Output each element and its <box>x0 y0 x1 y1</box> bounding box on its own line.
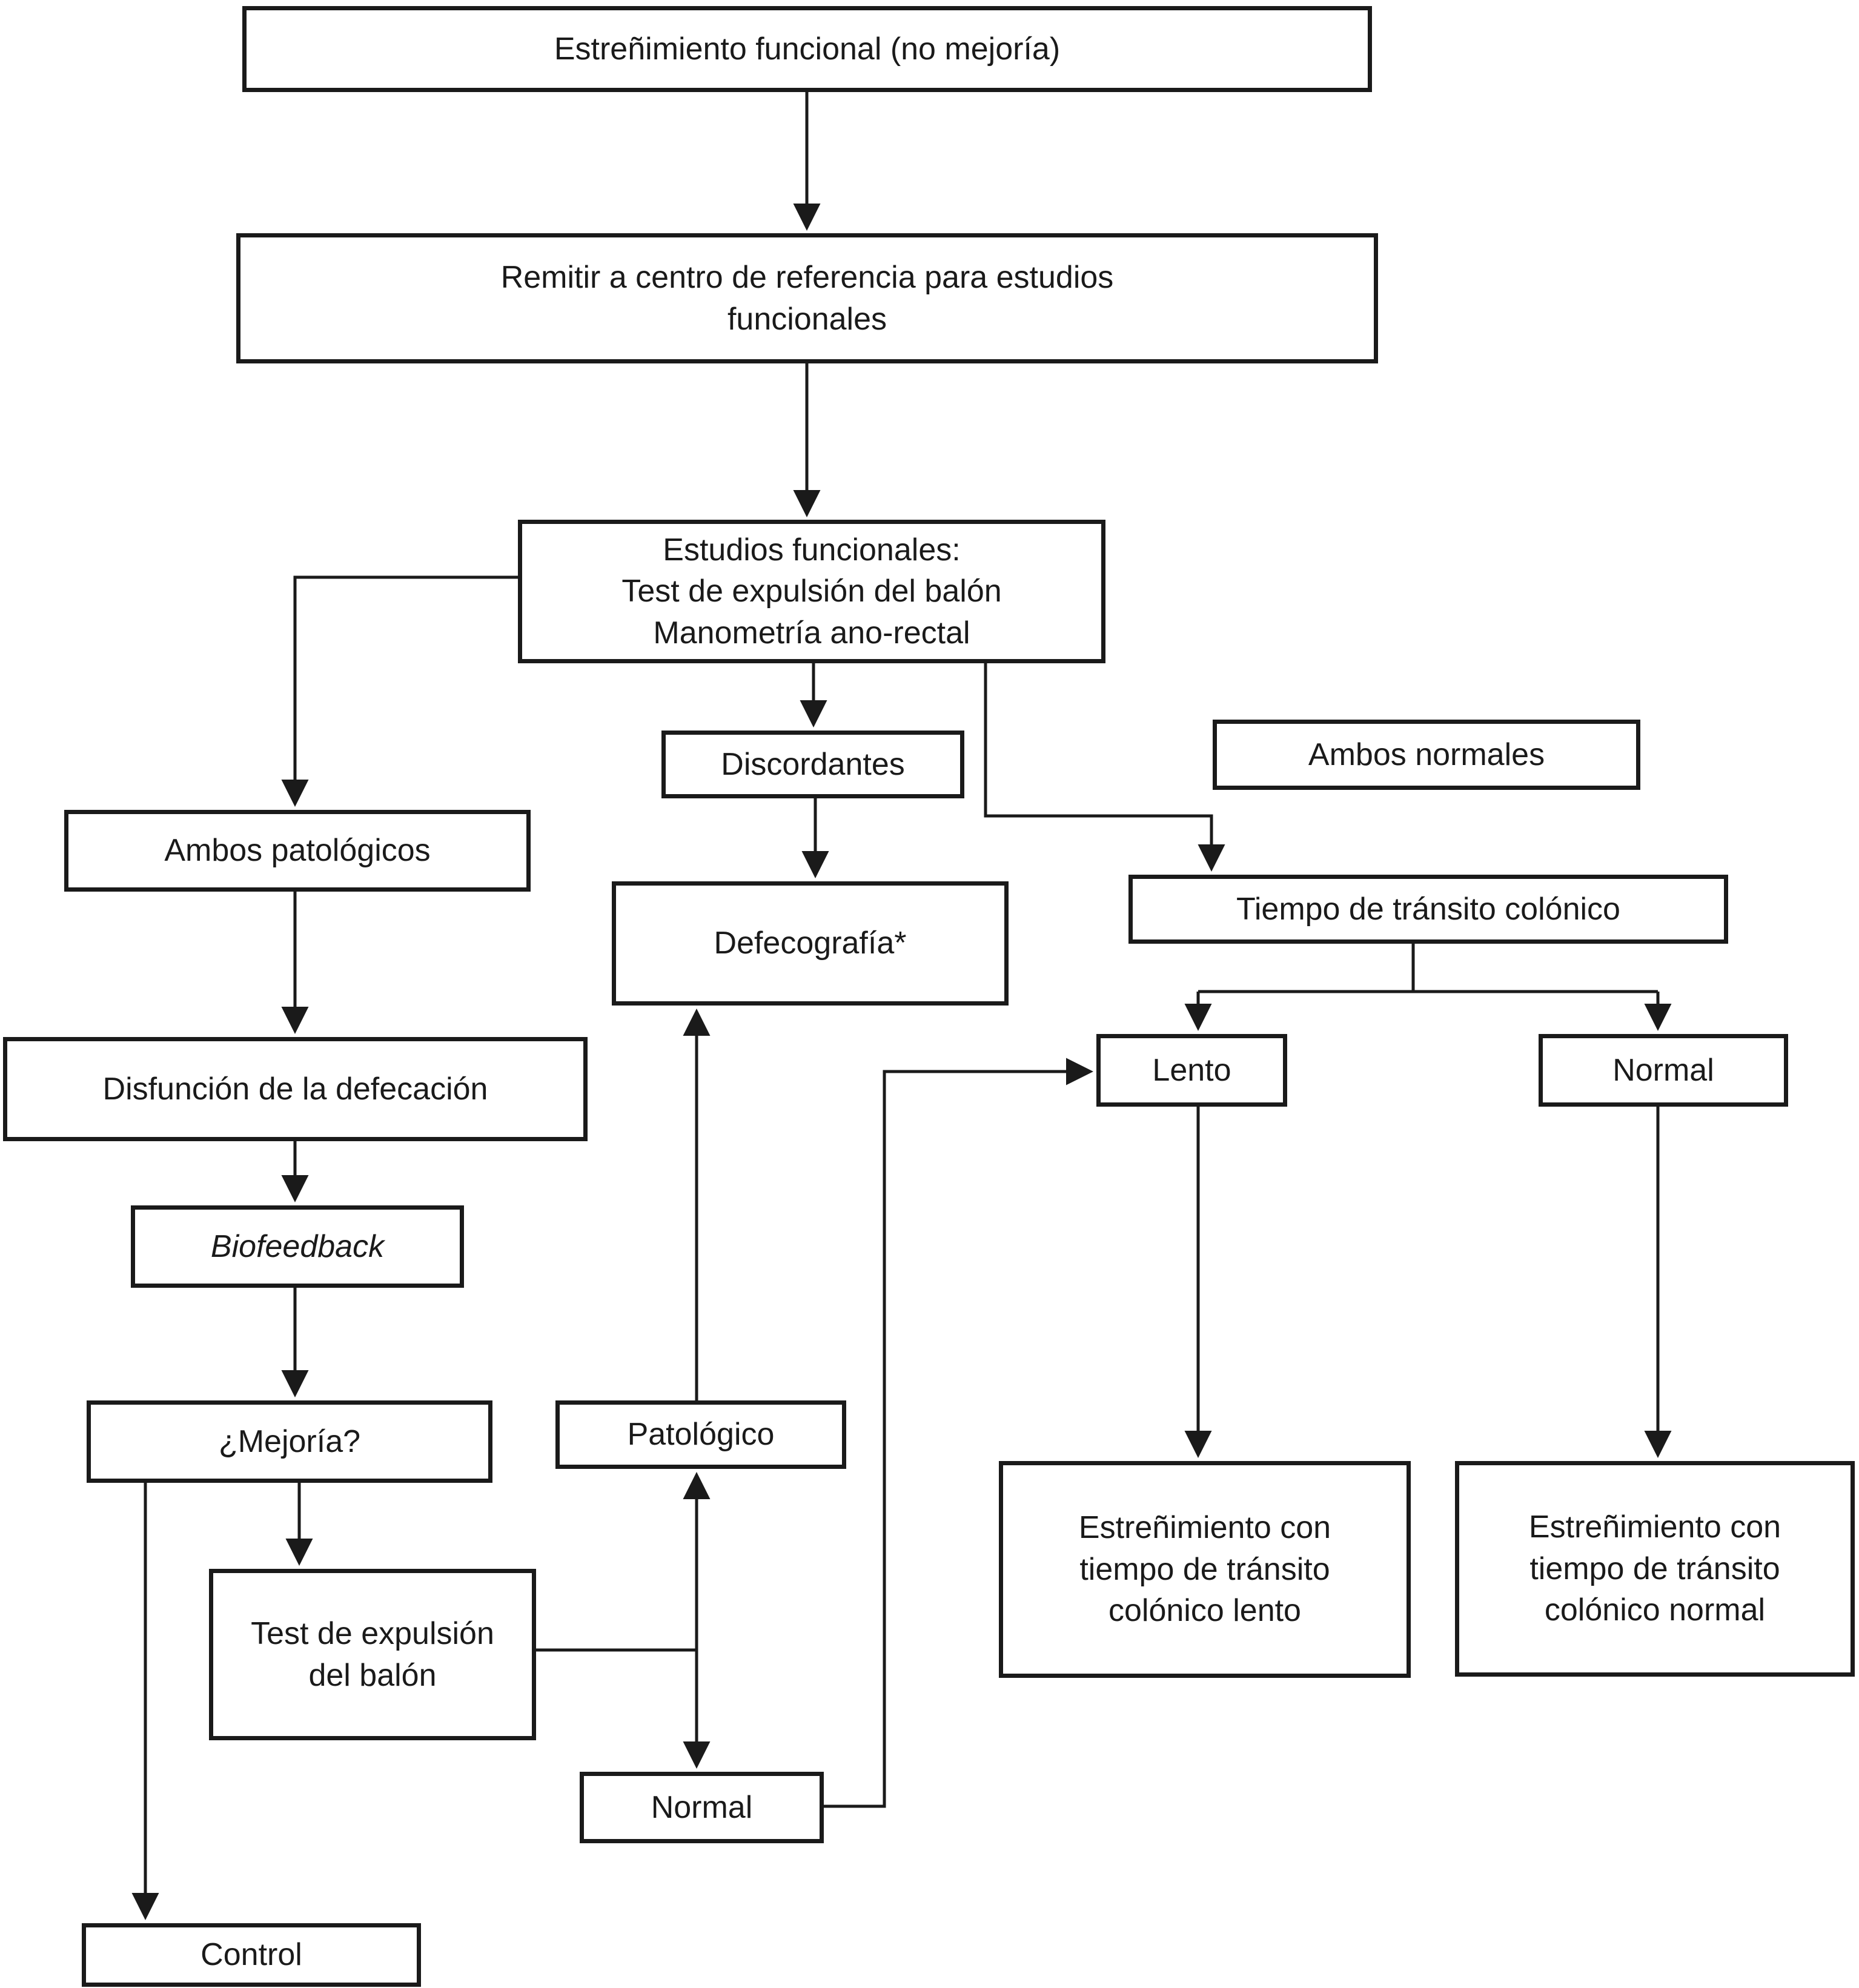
node-mejoria: ¿Mejoría? <box>87 1400 492 1483</box>
node-discordantes: Discordantes <box>661 731 964 798</box>
node-biofeedback: Biofeedback <box>131 1205 464 1288</box>
node-defecografia: Defecografía* <box>612 881 1009 1006</box>
edge-tiempo-transito-stem <box>1198 944 1658 993</box>
node-remitir-centro-referencia: Remitir a centro de referencia para estu… <box>236 233 1378 363</box>
node-ambos-patologicos: Ambos patológicos <box>64 810 531 892</box>
node-estrenimiento-transito-normal: Estreñimiento con tiempo de tránsito col… <box>1455 1461 1855 1677</box>
node-estrenimiento-funcional: Estreñimiento funcional (no mejoría) <box>242 6 1372 92</box>
node-transito-lento: Lento <box>1096 1034 1287 1107</box>
edge-normal-balon-lento <box>824 1058 1093 1808</box>
node-test-expulsion-balon: Test de expulsión del balón <box>209 1569 536 1740</box>
node-disfuncion-defecacion: Disfunción de la defecación <box>3 1037 588 1141</box>
node-control: Control <box>82 1923 421 1987</box>
node-ambos-normales: Ambos normales <box>1213 720 1640 790</box>
node-estrenimiento-transito-lento: Estreñimiento con tiempo de tránsito col… <box>999 1461 1411 1678</box>
node-tiempo-transito-colonico: Tiempo de tránsito colónico <box>1128 875 1728 944</box>
edge-estudios-tiempo-transito <box>984 663 1225 872</box>
node-test-balon-normal: Normal <box>580 1772 824 1843</box>
node-patologico: Patológico <box>555 1400 846 1469</box>
node-estudios-funcionales: Estudios funcionales: Test de expulsión … <box>518 520 1105 663</box>
node-transito-normal: Normal <box>1539 1034 1788 1107</box>
edge-estudios-ambos-patologicos <box>281 575 518 807</box>
